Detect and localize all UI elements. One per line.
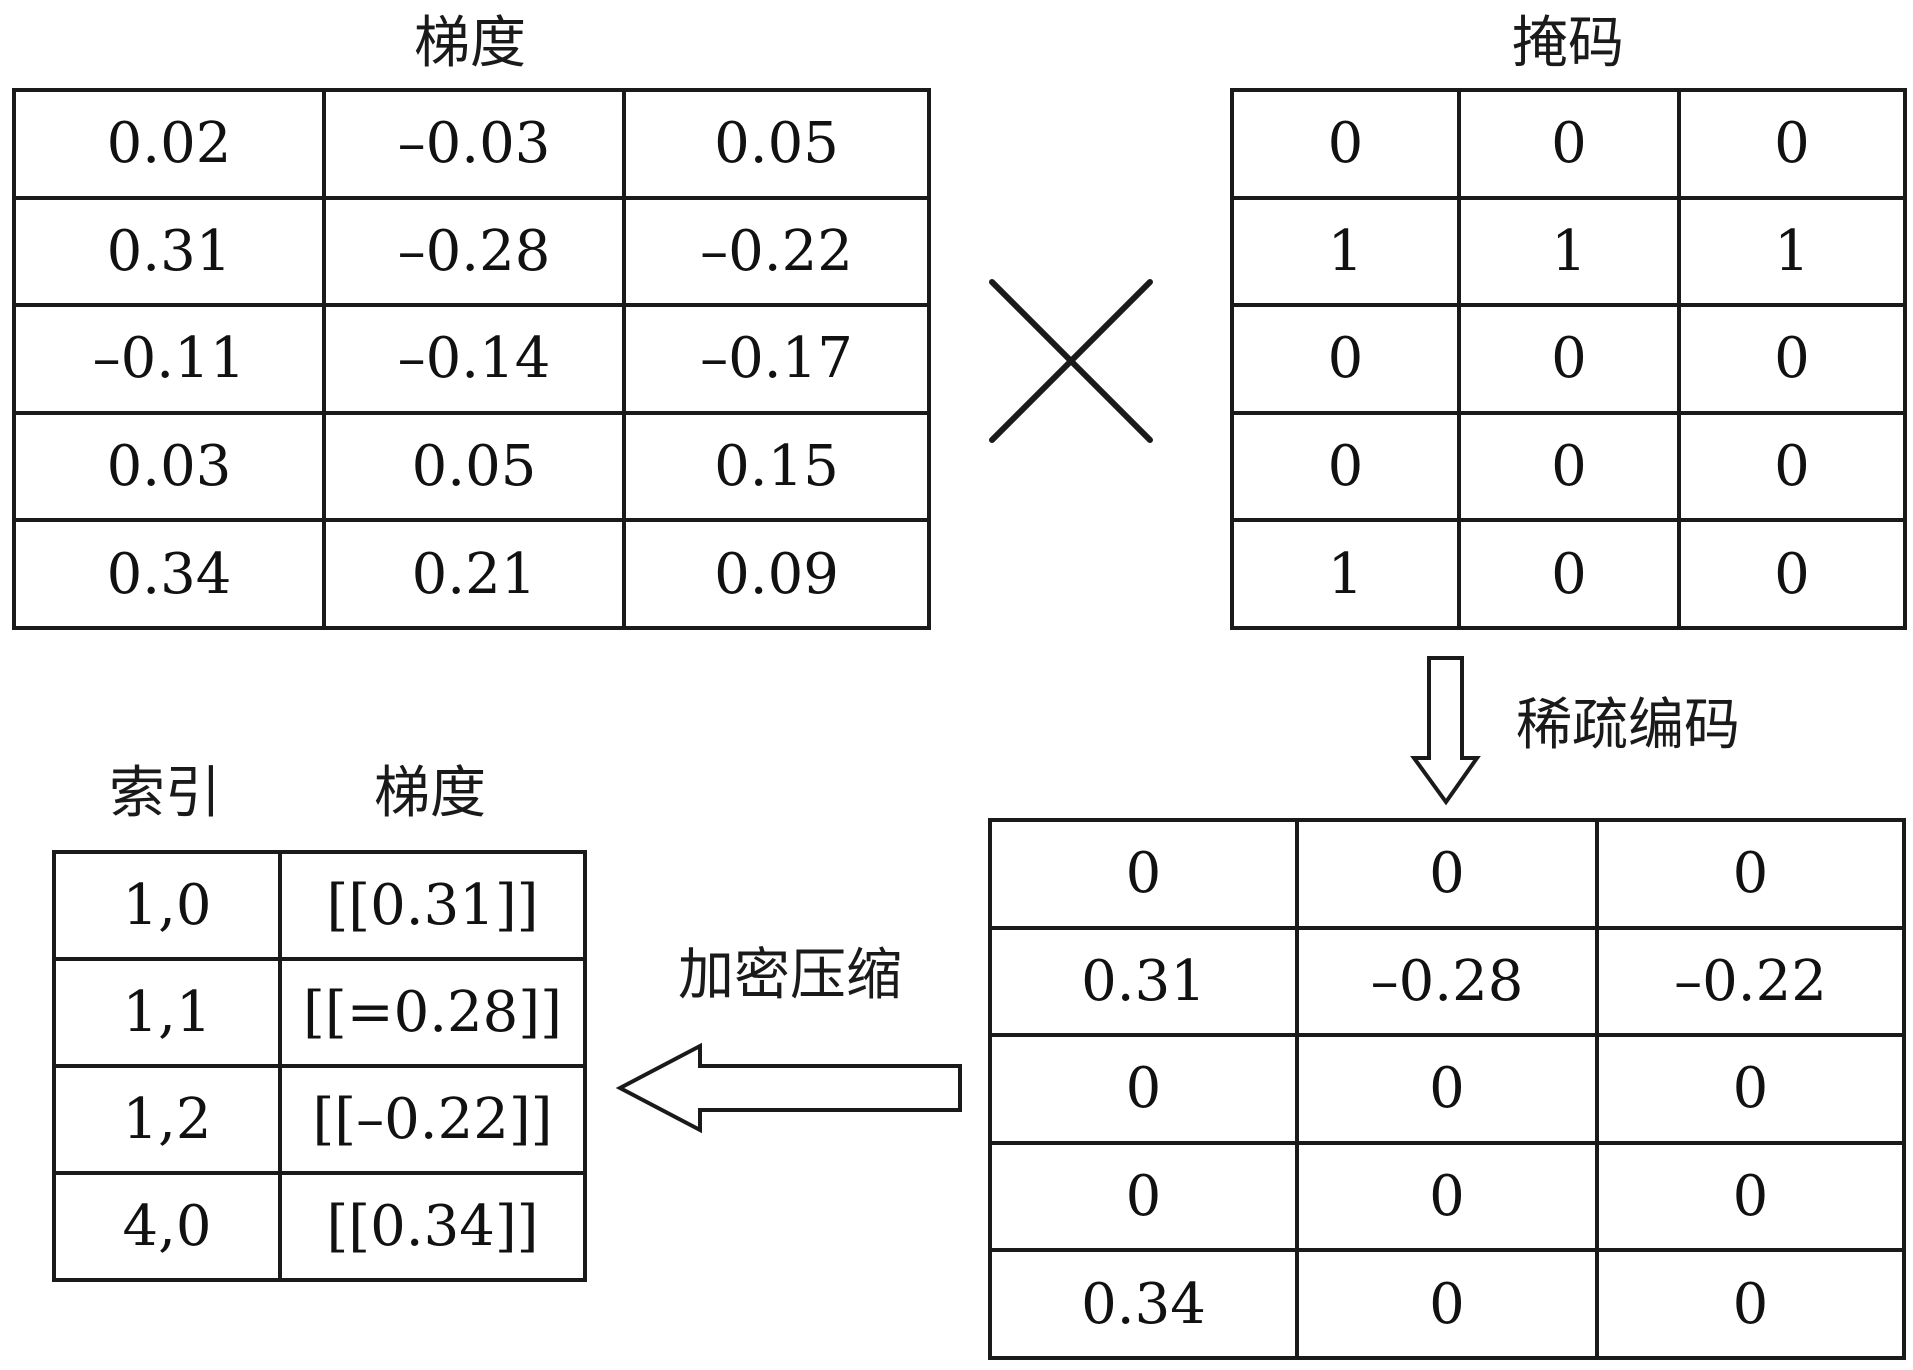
gradient-matrix-cell: 0.15 — [622, 410, 931, 523]
sparse-matrix-cell: 0 — [1595, 1248, 1906, 1360]
gradient-matrix-cell: –0.03 — [322, 88, 626, 200]
gradient-matrix-cell: 0.05 — [322, 410, 626, 523]
result-index-header: 索引 — [109, 761, 221, 826]
mask-matrix-cell: 1 — [1457, 195, 1681, 308]
result-table-cell: [[=0.28]] — [278, 957, 587, 1068]
result-table-row: 1,0[[0.31]] — [52, 850, 587, 961]
result-gradient-header: 梯度 — [374, 761, 486, 826]
result-table-cell: 1,1 — [52, 957, 282, 1068]
result-table-cell: [[0.34]] — [278, 1171, 587, 1282]
sparse-matrix-cell: 0 — [1295, 1248, 1599, 1360]
gradient-matrix-cell: –0.28 — [322, 195, 626, 308]
gradient-matrix-cell: 0.05 — [622, 88, 931, 200]
result-table-cell: 1,2 — [52, 1064, 282, 1175]
gradient-matrix-cell: 0.34 — [12, 518, 326, 630]
mask-matrix-cell: 0 — [1457, 303, 1681, 415]
sparse-matrix-cell: 0 — [988, 1033, 1299, 1145]
left-arrow-icon — [615, 1042, 962, 1134]
mask-matrix-cell: 0 — [1457, 410, 1681, 523]
sparse-matrix-cell: 0 — [988, 818, 1299, 930]
gradient-matrix-cell: 0.03 — [12, 410, 326, 523]
mask-matrix-cell: 0 — [1230, 88, 1461, 200]
mask-matrix-cell: 0 — [1677, 410, 1907, 523]
result-table-row: 1,1[[=0.28]] — [52, 957, 587, 1068]
down-arrow-icon — [1410, 656, 1481, 806]
mask-matrix-cell: 0 — [1230, 303, 1461, 415]
result-table-cell: 1,0 — [52, 850, 282, 961]
sparse-matrix-cell: 0 — [1295, 1033, 1599, 1145]
sparse-matrix-cell: –0.28 — [1295, 925, 1599, 1038]
gradient-matrix-cell: –0.11 — [12, 303, 326, 415]
result-table-cell: 4,0 — [52, 1171, 282, 1282]
sparse-matrix-cell: 0.34 — [988, 1248, 1299, 1360]
gradient-matrix-cell: –0.14 — [322, 303, 626, 415]
mask-matrix-cell: 1 — [1230, 518, 1461, 630]
sparse-matrix-cell: 0 — [1595, 818, 1906, 930]
sparse-matrix-cell: –0.22 — [1595, 925, 1906, 1038]
mask-title: 掩码 — [1512, 11, 1624, 76]
gradient-matrix-cell: 0.21 — [322, 518, 626, 630]
gradient-matrix-cell: –0.17 — [622, 303, 931, 415]
sparse-matrix-cell: 0 — [1595, 1033, 1906, 1145]
encrypt-compress-label: 加密压缩 — [678, 943, 902, 1008]
sparse-matrix-cell: 0 — [1295, 818, 1599, 930]
gradient-matrix-cell: –0.22 — [622, 195, 931, 308]
gradient-matrix-row: 0.31–0.28–0.22 — [12, 195, 931, 308]
result-table-row: 1,2[[–0.22]] — [52, 1064, 587, 1175]
gradient-matrix-cell: 0.02 — [12, 88, 326, 200]
sparse-encoding-label: 稀疏编码 — [1516, 693, 1740, 758]
mask-matrix-cell: 0 — [1457, 518, 1681, 630]
gradient-matrix-row: –0.11–0.14–0.17 — [12, 303, 931, 415]
mask-matrix-cell: 0 — [1230, 410, 1461, 523]
sparse-matrix-cell: 0.31 — [988, 925, 1299, 1038]
gradient-matrix-cell: 0.31 — [12, 195, 326, 308]
mask-matrix-cell: 1 — [1230, 195, 1461, 308]
mask-matrix-cell: 0 — [1677, 88, 1907, 200]
gradient-title: 梯度 — [414, 11, 526, 76]
result-table-cell: [[0.31]] — [278, 850, 587, 961]
mask-matrix-cell: 0 — [1677, 518, 1907, 630]
mask-matrix-cell: 0 — [1677, 303, 1907, 415]
mask-matrix-cell: 0 — [1457, 88, 1681, 200]
result-table: 1,0[[0.31]]1,1[[=0.28]]1,2[[–0.22]]4,0[[… — [52, 850, 587, 1282]
result-table-cell: [[–0.22]] — [278, 1064, 587, 1175]
multiply-icon — [989, 279, 1153, 443]
sparse-matrix-cell: 0 — [1595, 1140, 1906, 1253]
result-table-row: 4,0[[0.34]] — [52, 1171, 587, 1282]
sparse-matrix-row: 0.31–0.28–0.22 — [988, 925, 1906, 1038]
gradient-matrix-cell: 0.09 — [622, 518, 931, 630]
sparse-matrix-cell: 0 — [988, 1140, 1299, 1253]
sparse-matrix-cell: 0 — [1295, 1140, 1599, 1253]
mask-matrix-cell: 1 — [1677, 195, 1907, 308]
